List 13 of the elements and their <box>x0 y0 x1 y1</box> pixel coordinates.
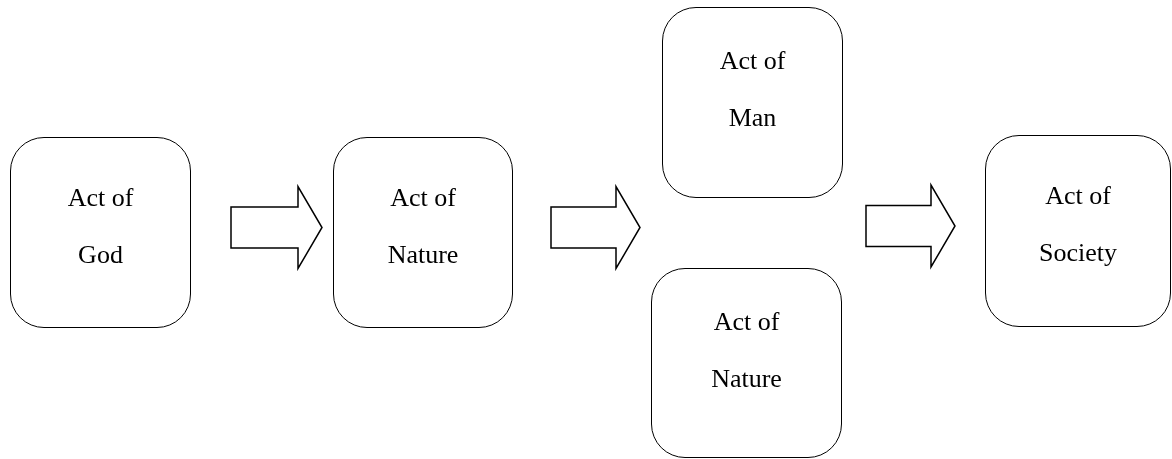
box-label: Act of Society <box>1038 180 1118 269</box>
rounded-box <box>651 268 842 458</box>
rounded-box <box>10 137 191 328</box>
rounded-box <box>662 7 843 198</box>
rounded-box <box>985 135 1171 327</box>
block-arrow <box>550 183 641 272</box>
box-label: Act of Man <box>718 45 787 134</box>
block-arrow <box>865 182 956 270</box>
box-label: Act of God <box>66 182 135 271</box>
rounded-box <box>333 137 513 328</box>
box-label: Act of Nature <box>710 306 783 395</box>
block-arrow <box>230 183 323 272</box>
box-label: Act of Nature <box>386 182 460 271</box>
